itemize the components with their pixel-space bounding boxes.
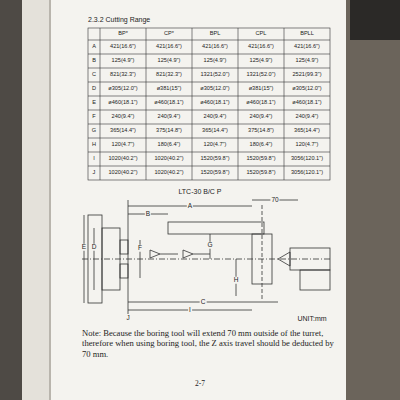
dimension-letter: B: [145, 211, 151, 218]
note-text: Note: Because the boring tool will exten…: [82, 328, 344, 359]
table-cell: 120(4.7"): [112, 142, 135, 148]
dimension-letter: H: [233, 277, 240, 284]
table-cell: 821(32.3"): [156, 72, 182, 78]
table-cell: 1520(59.8"): [200, 170, 229, 176]
dimension-letter: G: [206, 242, 213, 249]
dimension-value: 70: [270, 197, 279, 204]
dimension-letter: J: [125, 315, 130, 322]
table-cell: 365(14.4"): [202, 128, 228, 134]
table-header: BPLL: [300, 31, 314, 37]
table-cell: 125(4.9"): [204, 58, 227, 64]
drawing-title: LTC-30 B/C P: [178, 188, 221, 195]
table-cell: 120(4.7"): [204, 142, 227, 148]
table-cell: 1321(52.0"): [200, 72, 229, 78]
table-cell: ø460(18.1"): [154, 100, 183, 106]
table-header: CP*: [164, 31, 174, 37]
table-cell: 240(9.4"): [204, 114, 227, 120]
table-cell: 421(16.6"): [294, 44, 320, 50]
dimension-letter: E: [81, 244, 87, 251]
table-cell: 240(9.4"): [296, 114, 319, 120]
row-letter: H: [92, 142, 96, 148]
table-cell: 375(14.8"): [156, 128, 182, 134]
dimension-letter: D: [91, 244, 98, 251]
dimension-letter: F: [137, 245, 143, 252]
table-cell: 1520(59.8"): [200, 156, 229, 162]
dimension-letter: C: [200, 299, 207, 306]
table-cell: 365(14.4"): [110, 128, 136, 134]
row-letter: J: [93, 170, 96, 176]
table-cell: ø460(18.1"): [200, 100, 229, 106]
unit-note: UNIT:mm: [297, 315, 326, 322]
table-cell: ø305(12.0"): [200, 86, 229, 92]
table-header: BP*: [118, 31, 128, 37]
dimension-letter: I: [188, 307, 192, 314]
table-cell: 421(16.6"): [202, 44, 228, 50]
table-header: BPL: [210, 31, 221, 37]
table-cell: 1520(59.8"): [246, 156, 275, 162]
dimension-letter: A: [187, 203, 193, 210]
table-cell: ø460(18.1"): [246, 100, 275, 106]
table-cell: 180(6.4"): [250, 142, 273, 148]
table-cell: ø381(15"): [157, 86, 182, 92]
row-letter: F: [92, 114, 95, 120]
table-cell: 375(14.8"): [248, 128, 274, 134]
page-number: 2-7: [195, 380, 205, 388]
table-cell: 125(4.9"): [158, 58, 181, 64]
table-cell: 421(16.6"): [110, 44, 136, 50]
table-cell: ø381(15"): [249, 86, 274, 92]
table-cell: 2521(99.3"): [292, 72, 321, 78]
table-cell: ø460(18.1"): [108, 100, 137, 106]
table-cell: 125(4.9"): [112, 58, 135, 64]
table-cell: 421(16.6"): [156, 44, 182, 50]
table-cell: 240(9.4"): [250, 114, 273, 120]
table-cell: 1020(40.2"): [108, 170, 137, 176]
section-heading: 2.3.2 Cutting Range: [88, 16, 150, 23]
row-letter: E: [92, 100, 96, 106]
table-cell: 1020(40.2"): [154, 156, 183, 162]
table-cell: 1520(59.8"): [246, 170, 275, 176]
row-letter: D: [92, 86, 96, 92]
table-cell: 1020(40.2"): [154, 170, 183, 176]
table-cell: ø305(12.0"): [108, 86, 137, 92]
row-letter: B: [92, 58, 96, 64]
row-letter: I: [93, 156, 95, 162]
table-cell: ø305(12.0"): [292, 86, 321, 92]
table-cell: 1020(40.2"): [108, 156, 137, 162]
table-cell: 125(4.9"): [250, 58, 273, 64]
table-cell: ø460(18.1"): [292, 100, 321, 106]
table-cell: 120(4.7"): [296, 142, 319, 148]
table-cell: 180(6.4"): [158, 142, 181, 148]
table-cell: 3056(120.1"): [291, 156, 323, 162]
table-cell: 821(32.3"): [110, 72, 136, 78]
table-cell: 365(14.4"): [294, 128, 320, 134]
table-cell: 421(16.6"): [248, 44, 274, 50]
row-letter: A: [92, 44, 96, 50]
table-cell: 3056(120.1"): [291, 170, 323, 176]
table-header: CPL: [256, 31, 267, 37]
table-cell: 1321(52.0"): [246, 72, 275, 78]
table-cell: 125(4.9"): [296, 58, 319, 64]
row-letter: G: [92, 128, 96, 134]
table-cell: 240(9.4"): [158, 114, 181, 120]
table-cell: 240(9.4"): [112, 114, 135, 120]
row-letter: C: [92, 72, 96, 78]
